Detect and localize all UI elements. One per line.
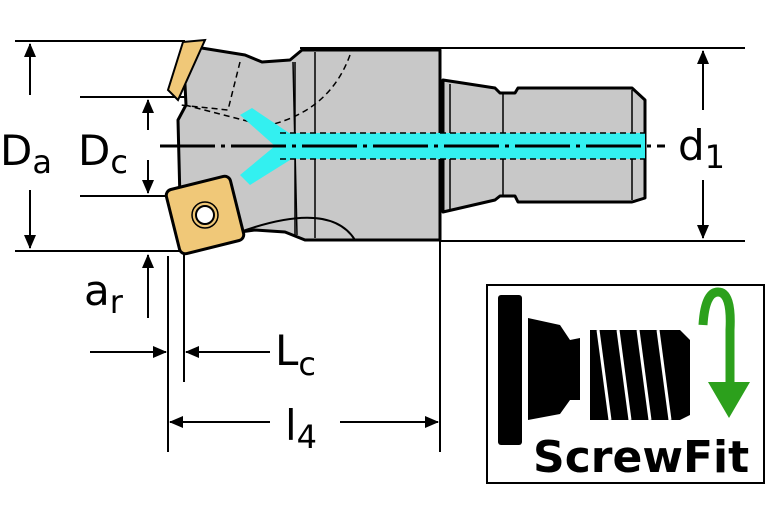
label-d1: d1 bbox=[678, 121, 725, 176]
top-insert bbox=[166, 38, 207, 102]
label-Dc: Dc bbox=[78, 126, 128, 181]
screwfit-logo: ScrewFit bbox=[486, 284, 765, 484]
label-Lc: Lc bbox=[275, 326, 316, 383]
label-ar: ar bbox=[84, 266, 124, 321]
logo-text: ScrewFit bbox=[533, 432, 749, 483]
bottom-insert bbox=[164, 174, 246, 256]
label-Da: Da bbox=[0, 126, 52, 181]
dimension-arrows bbox=[24, 43, 709, 428]
rotate-arrow-icon bbox=[698, 287, 735, 385]
extension-lines bbox=[15, 40, 745, 452]
label-l4: l4 bbox=[285, 401, 317, 456]
